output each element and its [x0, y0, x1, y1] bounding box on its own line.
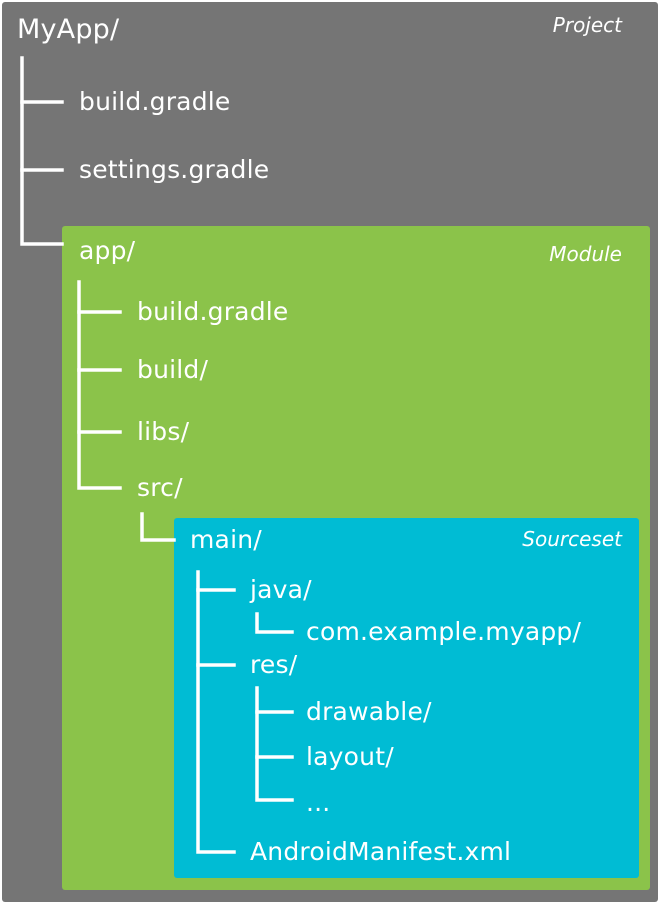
- project-root-label: MyApp/: [17, 14, 120, 45]
- src-to-main-connector: [140, 512, 176, 542]
- module-item-build-gradle: build.gradle: [137, 297, 289, 326]
- module-item-libs: libs/: [137, 417, 190, 446]
- res-child-layout: layout/: [306, 742, 394, 771]
- module-item-src: src/: [137, 473, 183, 502]
- sourceset-root-label: main/: [190, 525, 262, 554]
- project-trunk: [20, 56, 64, 246]
- sourceset-panel: [174, 518, 639, 878]
- sourceset-item-manifest: AndroidManifest.xml: [250, 837, 512, 866]
- project-item-build-gradle: build.gradle: [79, 87, 231, 116]
- project-item-settings-gradle: settings.gradle: [79, 155, 270, 184]
- module-root-label: app/: [79, 236, 136, 265]
- module-trunk: [77, 280, 122, 490]
- res-trunk: [255, 686, 294, 802]
- module-item-build: build/: [137, 355, 209, 384]
- sourceset-item-res: res/: [250, 650, 298, 679]
- sourceset-item-java: java/: [250, 575, 312, 604]
- project-tag: Project: [552, 13, 622, 37]
- java-child-package: com.example.myapp/: [306, 617, 582, 646]
- module-tag: Module: [549, 242, 622, 266]
- sourceset-trunk: [196, 570, 236, 854]
- res-child-more: ...: [306, 788, 331, 817]
- res-child-drawable: drawable/: [306, 697, 432, 726]
- java-child-connector: [255, 612, 294, 634]
- sourceset-tag: Sourceset: [522, 527, 622, 551]
